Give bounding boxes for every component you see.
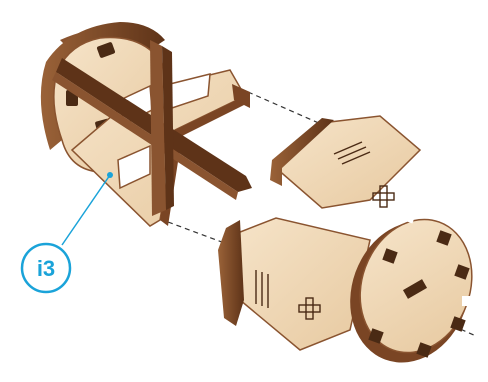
wood-part-left-assembly (41, 22, 252, 226)
callout-label: i3 (37, 256, 55, 281)
callout-anchor-dot (107, 172, 113, 178)
callout-leader-line (62, 175, 110, 245)
wood-part-right-assembly (218, 116, 488, 379)
callout-bubble-i3: i3 (22, 172, 113, 292)
